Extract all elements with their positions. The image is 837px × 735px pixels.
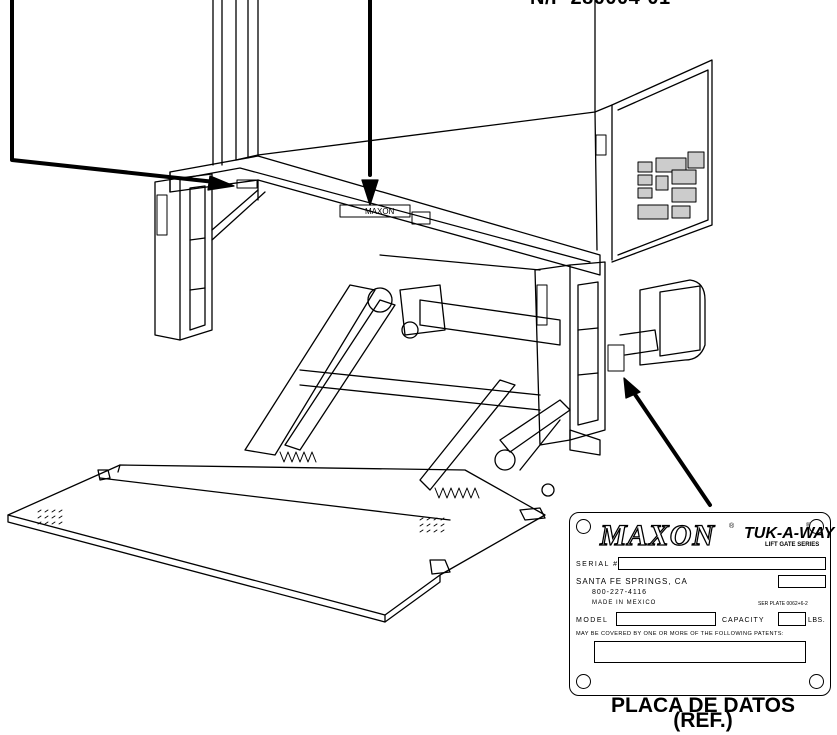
patents-field (594, 641, 806, 663)
blank-field (778, 575, 826, 588)
serial-field (618, 557, 826, 570)
patents-note: MAY BE COVERED BY ONE OR MORE OF THE FOL… (576, 631, 784, 637)
left-column (154, 173, 266, 341)
platform-pads (37, 509, 445, 533)
serial-label: SERIAL # (576, 561, 619, 568)
series-name: TUK-A-WAY (744, 525, 835, 542)
mounting-hole-icon (809, 519, 824, 534)
mounting-hole-icon (576, 519, 591, 534)
series-registered-mark: ® (806, 523, 811, 529)
door-panel-details (595, 134, 705, 220)
mounting-hole-icon (576, 674, 591, 689)
data-plate: MAXON ® TUK-A-WAY ® LIFT GATE SERIES SER… (569, 512, 835, 696)
plate-code: SER PLATE 0062+6-2 (758, 601, 808, 607)
truck-body (212, 0, 713, 263)
platform (7, 464, 546, 623)
lift-frame: MAXON (169, 155, 601, 276)
city-label: SANTA FE SPRINGS, CA (576, 577, 688, 586)
plate-caption-ref: (REF.) (673, 709, 733, 732)
pump-box (607, 279, 706, 372)
torsion-springs (279, 451, 480, 499)
origin-label: MADE IN MEXICO (592, 600, 657, 606)
series-subtitle: LIFT GATE SERIES (765, 542, 820, 548)
mounting-hole-icon (809, 674, 824, 689)
center-arrowhead (361, 179, 379, 206)
capacity-unit: LBS. (808, 617, 826, 624)
part-number-label: N/P 280004-01 (530, 0, 671, 10)
right-column (534, 261, 606, 456)
linkage-arms (244, 284, 571, 497)
phone-label: 800-227-4116 (592, 589, 648, 596)
capacity-field (778, 612, 806, 626)
model-field (616, 612, 716, 626)
pointer-box (10, 0, 372, 184)
plate-pointer-arrowhead (623, 377, 641, 399)
brand-registered-mark: ® (729, 523, 735, 530)
svg-text:MAXON: MAXON (365, 207, 395, 216)
plate-pointer-line (630, 388, 712, 507)
brand-logo: MAXON (599, 518, 716, 552)
capacity-label: CAPACITY (722, 617, 765, 624)
plate-caption: PLACA DE DATOS (611, 694, 795, 717)
model-label: MODEL (576, 617, 609, 624)
